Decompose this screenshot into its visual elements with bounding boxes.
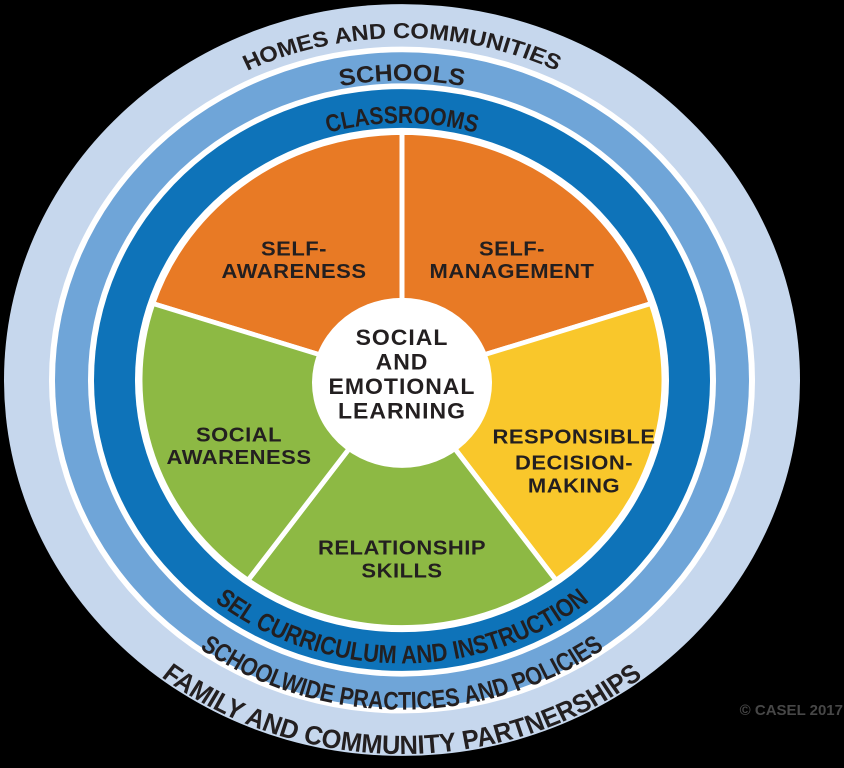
center-label-line: AND bbox=[376, 350, 429, 374]
segment-label-line: MAKING bbox=[528, 474, 620, 497]
segment-label-self-awareness: SELF- AWARENESS bbox=[222, 237, 367, 283]
segment-label-line: RESPONSIBLE bbox=[492, 425, 655, 448]
segment-self-management bbox=[399, 130, 654, 383]
segment-label-line: RELATIONSHIP bbox=[318, 536, 486, 559]
segment-relationship-skills bbox=[245, 377, 559, 630]
center-label-line: EMOTIONAL bbox=[329, 375, 476, 399]
segment-label-self-management: SELF- MANAGEMENT bbox=[430, 237, 595, 283]
center-label-line: SOCIAL bbox=[356, 326, 449, 350]
segment-label-line: DECISION- bbox=[515, 451, 633, 474]
segment-label-line: SKILLS bbox=[361, 559, 442, 582]
segment-label-responsible-decision-making: RESPONSIBLE DECISION- MAKING bbox=[492, 425, 655, 497]
segment-self-awareness bbox=[150, 130, 405, 383]
center-label-line: LEARNING bbox=[338, 399, 466, 423]
segment-label-line: SELF- bbox=[261, 237, 327, 260]
segment-label-social-awareness: SOCIAL AWARENESS bbox=[167, 423, 312, 469]
center-circle bbox=[312, 297, 492, 468]
center-label-social-and-emotional-learning: SOCIAL AND EMOTIONAL LEARNING bbox=[329, 326, 476, 424]
segment-label-line: AWARENESS bbox=[222, 260, 367, 283]
segment-label-line: MANAGEMENT bbox=[430, 260, 595, 283]
segment-label-line: SELF- bbox=[479, 237, 545, 260]
segment-label-line: SOCIAL bbox=[196, 423, 282, 446]
copyright-notice: © CASEL 2017 bbox=[740, 702, 843, 719]
segment-label-relationship-skills: RELATIONSHIP SKILLS bbox=[318, 536, 486, 582]
segment-label-line: AWARENESS bbox=[167, 446, 312, 469]
